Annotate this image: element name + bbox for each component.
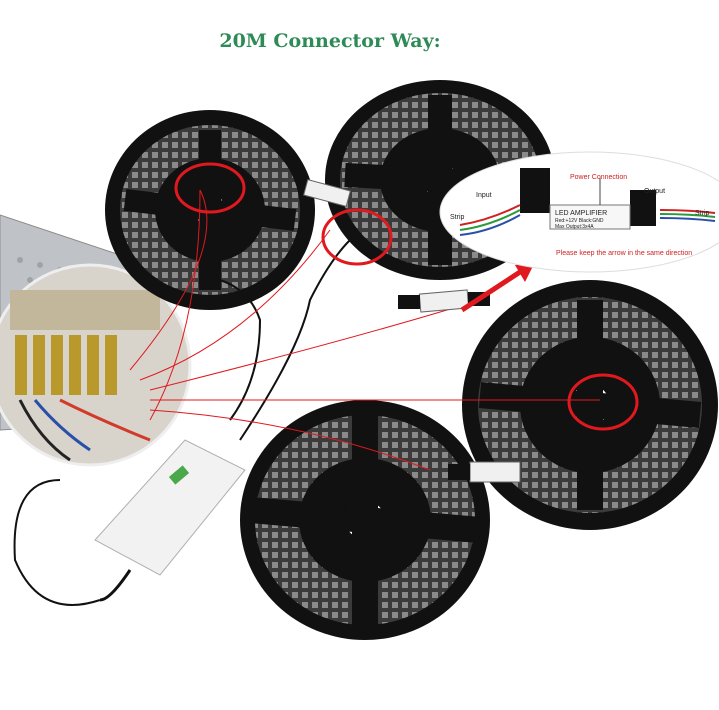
label-amp-spec-2: Max Output:3x4A — [555, 224, 594, 230]
label-output: Output — [644, 188, 665, 195]
amplifier-callout: Power Connection Input Output Strip Stri… — [439, 151, 719, 273]
rgb-controller — [94, 439, 246, 602]
label-amp-spec-1: Red:+12V Black:GND — [555, 218, 604, 224]
led-reel — [462, 280, 718, 530]
page-title: 20M Connector Way: — [219, 30, 441, 52]
label-power-connection: Power Connection — [570, 174, 627, 181]
label-amp-name: LED AMPLIFIER — [555, 210, 607, 217]
highlight-circles — [174, 162, 639, 431]
label-strip-left: Strip — [450, 214, 465, 221]
led-reel — [240, 400, 490, 640]
label-strip-right: Strip — [695, 210, 710, 217]
led-reel — [105, 110, 315, 310]
terminal-zoom-circle — [0, 263, 192, 467]
label-direction-note: Please keep the arrow in the same direct… — [556, 250, 692, 257]
label-input: Input — [476, 192, 492, 199]
amplifier-module — [303, 178, 351, 208]
wiring — [13, 189, 600, 606]
amplifier-module — [448, 461, 521, 483]
